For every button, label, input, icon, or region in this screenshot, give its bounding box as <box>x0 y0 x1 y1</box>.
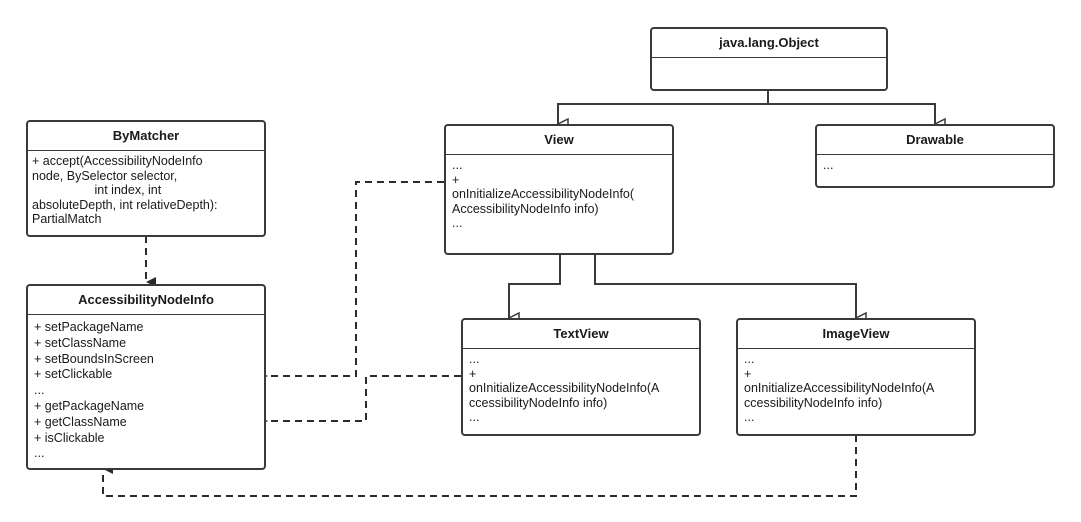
member-line: PartialMatch <box>32 212 102 227</box>
member-line: ... <box>469 410 480 425</box>
member-line: ... <box>452 216 463 231</box>
member-line: onInitializeAccessibilityNodeInfo( <box>452 187 635 202</box>
class-name: java.lang.Object <box>652 29 886 58</box>
member-line: + getPackageName <box>34 398 145 413</box>
edge-textview-uses-accnode <box>258 375 461 426</box>
class-box-accessibilitynodeinfo: AccessibilityNodeInfo + setPackageName +… <box>26 284 266 470</box>
class-box-view: View ... + onInitializeAccessibilityNode… <box>444 124 674 255</box>
class-members: ... <box>817 155 1053 173</box>
member-line: + accept(AccessibilityNodeInfo <box>32 154 203 168</box>
member-line: node, BySelector selector, <box>32 168 178 183</box>
class-box-java-lang-object: java.lang.Object <box>650 27 888 91</box>
edge-drawable-extends-object <box>768 103 935 124</box>
edge-view-extends-object <box>557 90 769 124</box>
member-line: ... <box>744 410 755 425</box>
edge-imageview-extends-view <box>594 254 856 318</box>
edge-textview-extends-view <box>508 254 561 318</box>
member-line: + setPackageName <box>34 320 144 334</box>
member-line: ... <box>823 158 834 172</box>
member-line: + <box>452 172 460 187</box>
class-box-drawable: Drawable ... <box>815 124 1055 188</box>
member-line: + isClickable <box>34 430 105 445</box>
member-line: ... <box>469 352 480 366</box>
class-name: ByMatcher <box>28 122 264 151</box>
member-line: + <box>744 366 752 381</box>
member-line: ccessibilityNodeInfo info) <box>744 395 883 410</box>
member-line: ... <box>744 352 755 366</box>
member-line: ... <box>452 158 463 172</box>
member-line: onInitializeAccessibilityNodeInfo(A <box>469 381 660 396</box>
member-line: int index, int <box>32 183 162 198</box>
class-members: + accept(AccessibilityNodeInfo node, ByS… <box>28 151 264 227</box>
class-box-imageview: ImageView ... + onInitializeAccessibilit… <box>736 318 976 436</box>
member-line: + getClassName <box>34 414 127 429</box>
member-line: ccessibilityNodeInfo info) <box>469 395 608 410</box>
member-line: absoluteDepth, int relativeDepth): <box>32 197 218 212</box>
member-line: + setClickable <box>34 367 113 382</box>
class-name: Drawable <box>817 126 1053 155</box>
edge-imageview-uses-accnode <box>102 435 857 497</box>
member-line: + setBoundsInScreen <box>34 351 154 366</box>
member-line: ... <box>34 446 45 461</box>
class-name: View <box>446 126 672 155</box>
class-members: ... + onInitializeAccessibilityNodeInfo(… <box>446 155 672 231</box>
member-line: AccessibilityNodeInfo info) <box>452 201 599 216</box>
member-line: ... <box>34 383 45 398</box>
class-name: ImageView <box>738 320 974 349</box>
class-name: TextView <box>463 320 699 349</box>
member-line: + setClassName <box>34 335 127 350</box>
class-members: ... + onInitializeAccessibilityNodeInfo(… <box>738 349 974 425</box>
class-name: AccessibilityNodeInfo <box>28 286 264 315</box>
class-members: + setPackageName + setClassName + setBou… <box>28 315 264 462</box>
member-line: + <box>469 366 477 381</box>
class-members: ... + onInitializeAccessibilityNodeInfo(… <box>463 349 699 425</box>
member-line: onInitializeAccessibilityNodeInfo(A <box>744 381 935 396</box>
edge-view-uses-accnode <box>258 181 444 381</box>
class-box-textview: TextView ... + onInitializeAccessibility… <box>461 318 701 436</box>
class-box-bymatcher: ByMatcher + accept(AccessibilityNodeInfo… <box>26 120 266 237</box>
